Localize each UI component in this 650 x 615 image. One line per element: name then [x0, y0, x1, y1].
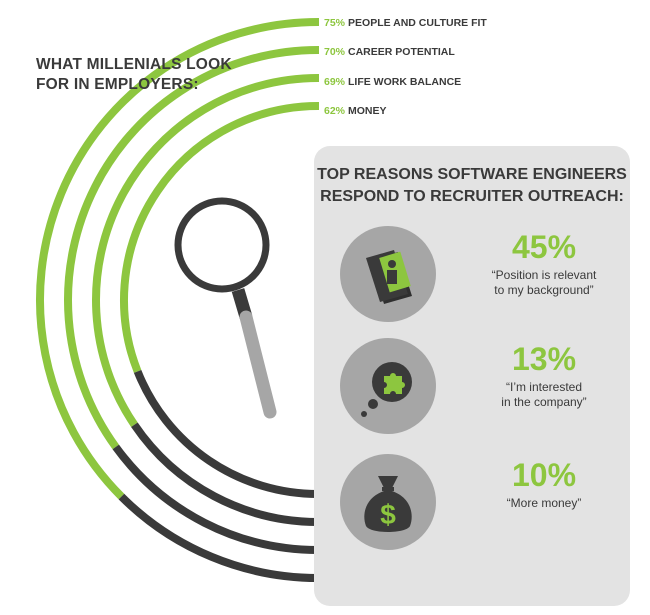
reason-quote-line: “More money”: [506, 496, 582, 510]
bar-filled: [92, 74, 319, 428]
reason-value: 13%: [511, 341, 577, 377]
legend-value: 62%: [324, 105, 346, 117]
legend-label: MONEY: [348, 105, 387, 117]
reason-value: 45%: [511, 229, 577, 265]
bar-filled: [120, 102, 319, 373]
chart-title-line2: FOR IN EMPLOYERS:: [36, 76, 199, 93]
thought-bubble-puzzle-icon: [340, 338, 436, 434]
reason-value: 10%: [511, 457, 577, 493]
legend-item: 75%PEOPLE AND CULTURE FIT: [324, 15, 487, 31]
bar-remaining: [133, 369, 319, 498]
legend-label: CAREER POTENTIAL: [348, 46, 455, 58]
reason-quote-line: “I’m interested: [505, 380, 583, 394]
magnifying-glass-icon: [174, 197, 277, 419]
bar-remaining: [131, 422, 319, 526]
bar-filled: [35, 18, 319, 500]
book-profile-icon: [340, 226, 436, 322]
reason-quote-line: to my background”: [494, 283, 594, 297]
legend-value: 69%: [324, 76, 346, 88]
bar-filled: [64, 46, 319, 450]
reason-item: $ 10% “More money”: [314, 454, 630, 554]
reason-item: 45% “Position is relevant to my backgrou…: [314, 226, 630, 326]
svg-text:$: $: [380, 499, 396, 530]
legend-item: 62%MONEY: [324, 103, 387, 119]
legend-item: 70%CAREER POTENTIAL: [324, 44, 455, 60]
bar-remaining: [112, 444, 319, 554]
reason-quote: “More money”: [464, 496, 624, 511]
panel-title-line1: TOP REASONS SOFTWARE ENGINEERS: [317, 166, 627, 183]
legend-value: 70%: [324, 46, 346, 58]
reason-quote: “I’m interested in the company”: [464, 380, 624, 410]
reason-quote: “Position is relevant to my background”: [464, 268, 624, 298]
reason-item: 13% “I’m interested in the company”: [314, 338, 630, 438]
legend-value: 75%: [324, 17, 346, 29]
chart-title-line1: WHAT MILLENIALS LOOK: [36, 56, 232, 73]
reason-quote-line: in the company”: [501, 395, 587, 409]
panel-title: TOP REASONS SOFTWARE ENGINEERS RESPOND T…: [314, 164, 630, 208]
reason-quote-line: “Position is relevant: [491, 268, 597, 282]
money-bag-icon: $: [340, 454, 436, 550]
recruiter-outreach-panel: TOP REASONS SOFTWARE ENGINEERS RESPOND T…: [314, 146, 630, 606]
bar-remaining: [118, 493, 319, 582]
legend-item: 69%LIFE WORK BALANCE: [324, 74, 461, 90]
chart-title: WHAT MILLENIALS LOOK FOR IN EMPLOYERS:: [36, 55, 266, 95]
legend-label: PEOPLE AND CULTURE FIT: [348, 17, 487, 29]
legend-label: LIFE WORK BALANCE: [348, 76, 462, 88]
panel-title-line2: RESPOND TO RECRUITER OUTREACH:: [320, 188, 624, 205]
